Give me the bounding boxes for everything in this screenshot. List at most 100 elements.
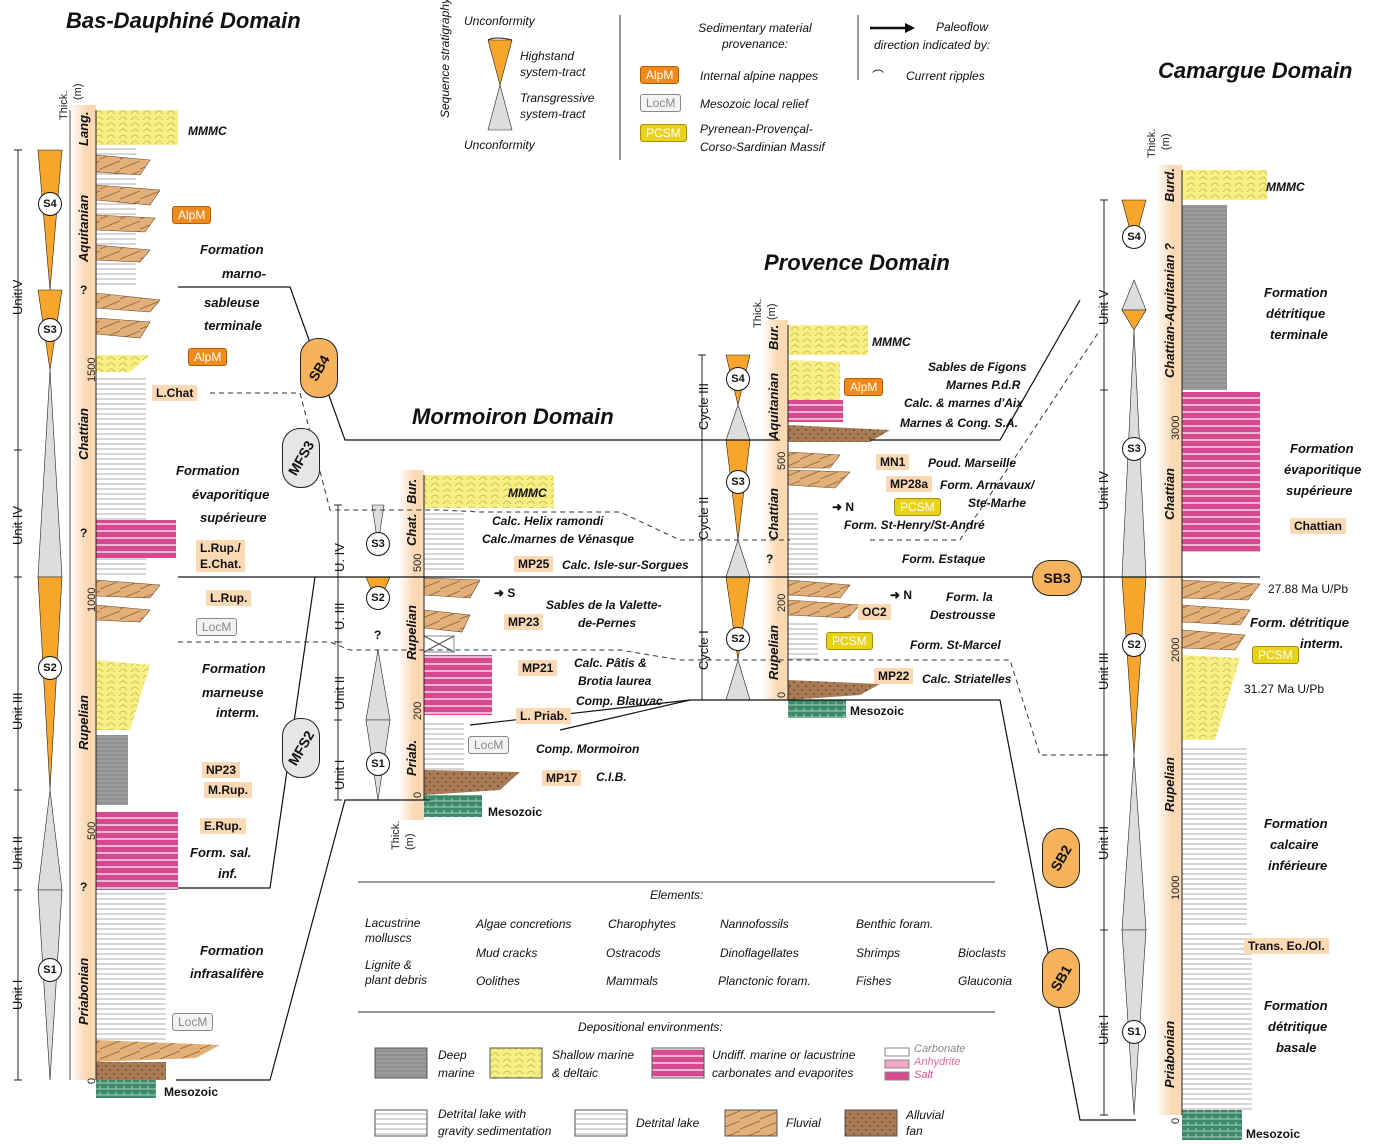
prov-age-bur: Bur. xyxy=(766,324,781,350)
cam-age-priabonian: Priabonian xyxy=(1162,1020,1177,1088)
element-algae: Algae concretions xyxy=(476,917,572,931)
current-ripples-icon: ⌒ xyxy=(872,69,885,83)
legend-lines xyxy=(358,15,995,1013)
element-dinoflagellates: Dinoflagellates xyxy=(720,946,799,960)
cam-form-3b: interm. xyxy=(1300,636,1344,651)
bas-age-lang: Lang. xyxy=(76,111,91,146)
surface-sb3: SB3 xyxy=(1032,560,1082,596)
prov-m-label: (m) xyxy=(766,303,778,321)
correlation-lines xyxy=(176,286,1260,1121)
prov-tag-mn1: MN1 xyxy=(876,454,910,470)
cam-form-1a: Formation xyxy=(1264,285,1328,300)
morm-tick-0: 0 xyxy=(412,791,424,798)
bas-form-3b: marneuse xyxy=(202,685,264,700)
prov-flow-label-2: N xyxy=(903,588,913,602)
morm-question: ? xyxy=(374,628,382,642)
env-anhydrite: Anhydrite xyxy=(914,1056,961,1068)
bas-dauphine-column xyxy=(14,105,220,1098)
legend-pcsm-desc-2: Corso-Sardinian Massif xyxy=(700,140,825,154)
morm-flow-label: S xyxy=(507,586,516,600)
morm-age-rupelian: Rupelian xyxy=(404,605,419,660)
bas-dauphine-title: Bas-Dauphiné Domain xyxy=(66,8,301,33)
prov-cycle-ii: Cycle II xyxy=(696,496,711,540)
prov-question: ? xyxy=(766,552,774,566)
morm-flow-s: ➜ S xyxy=(494,586,516,600)
morm-seq-s1: S1 xyxy=(366,752,390,776)
mormoiron-title: Mormoiron Domain xyxy=(412,404,614,429)
cam-tag-3127: 31.27 Ma U/Pb xyxy=(1244,682,1325,696)
bas-unit-v: Unit V xyxy=(10,279,25,315)
cam-unit-iv: Unit IV xyxy=(1096,470,1111,510)
morm-form-4: de-Pernes xyxy=(578,616,637,630)
cam-tick-3000: 3000 xyxy=(1170,415,1182,440)
cam-mesozoic: Mesozoic xyxy=(1246,1127,1301,1141)
legend-sequence-stratigraphy: Sequence stratigraphy: xyxy=(438,0,452,118)
morm-seq-s3: S3 xyxy=(366,532,390,556)
legend-unconformity-bottom: Unconformity xyxy=(464,138,535,152)
bas-form-1c: sableuse xyxy=(204,295,260,310)
legend-provenance-title: Sedimentary material provenance: xyxy=(698,21,812,51)
element-planctonic: Planctonic foram. xyxy=(718,974,811,988)
prov-pcsm-1: PCSM xyxy=(894,498,941,516)
bas-tick-1000: 1000 xyxy=(86,587,98,612)
prov-tick-200: 200 xyxy=(776,593,788,612)
env-fluvial: Fluvial xyxy=(786,1116,821,1130)
env-undiff-2: carbonates and evaporites xyxy=(712,1066,854,1080)
cam-form-5c: basale xyxy=(1276,1040,1317,1055)
prov-flow-n-1: ➜ N xyxy=(832,500,855,514)
element-benthic: Benthic foram. xyxy=(856,917,934,931)
morm-form-9: C.I.B. xyxy=(596,770,627,784)
legend-paleoflow-1: Paleoflow xyxy=(936,20,989,34)
prov-form-8: Form. Estaque xyxy=(902,552,986,566)
surface-mfs3-label: MFS3 xyxy=(284,437,318,479)
cam-age-rupelian: Rupelian xyxy=(1162,757,1177,812)
bas-question-1: ? xyxy=(80,283,88,297)
morm-form-2: Calc. Isle-sur-Sorgues xyxy=(562,558,689,572)
surface-mfs2-label: MFS2 xyxy=(284,727,318,769)
element-fishes: Fishes xyxy=(856,974,892,988)
surface-sb2-label: SB2 xyxy=(1047,842,1075,874)
bas-seq-s3: S3 xyxy=(38,318,62,342)
bas-tag-lchat: L.Chat xyxy=(152,385,198,401)
surface-sb4-label: SB4 xyxy=(305,352,333,384)
cam-thick-label: Thick. xyxy=(1146,128,1158,158)
morm-unit-iii: U. III xyxy=(332,602,347,630)
morm-mmmc: MMMC xyxy=(508,486,547,500)
bas-tick-0: 0 xyxy=(86,1077,98,1084)
bas-tag-np23: NP23 xyxy=(202,762,241,778)
bas-tag-erup: E.Rup. xyxy=(200,818,246,834)
cam-form-5b: détritique xyxy=(1268,1019,1328,1034)
env-shallow-2: & deltaic xyxy=(552,1066,599,1080)
element-charophytes: Charophytes xyxy=(608,917,677,931)
morm-form-0: Calc. Helix ramondi xyxy=(492,514,604,528)
bas-question-2: ? xyxy=(80,526,88,540)
element-lignite: Lignite & plant debris xyxy=(365,958,428,987)
bas-form-2a: Formation xyxy=(176,463,240,478)
element-nannofossils: Nannofossils xyxy=(720,917,789,931)
element-glauconia: Glauconia xyxy=(958,974,1013,988)
cam-form-2b: évaporitique xyxy=(1284,462,1362,477)
morm-locm: LocM xyxy=(468,736,510,754)
bas-form-5a: Formation xyxy=(200,943,264,958)
bas-locm-2: LocM xyxy=(172,1013,214,1031)
prov-cycle-iii: Cycle III xyxy=(696,383,711,430)
cam-unit-iii: Unit III xyxy=(1096,652,1111,690)
prov-alpm: AlpM xyxy=(844,378,884,396)
cam-pcsm: PCSM xyxy=(1252,646,1299,664)
surface-sb1: SB1 xyxy=(1042,948,1080,1008)
prov-form-1: Marnes P.d.R xyxy=(946,378,1021,392)
bas-age-rupelian: Rupelian xyxy=(76,695,91,750)
env-alluvial-2: fan xyxy=(906,1124,923,1138)
env-gravity-1: Detrital lake with xyxy=(438,1107,527,1121)
surface-sb3-label: SB3 xyxy=(1043,570,1071,586)
cam-form-1b: détritique xyxy=(1266,306,1326,321)
bas-unit-ii: Unit II xyxy=(10,836,25,870)
prov-form-2: Calc. & marnes d'Aix xyxy=(904,396,1023,410)
prov-age-rupelian: Rupelian xyxy=(766,625,781,680)
bas-mesozoic: Mesozoic xyxy=(164,1085,219,1099)
bas-seq-s2: S2 xyxy=(38,656,62,680)
cam-tick-0: 0 xyxy=(1170,1117,1182,1124)
bas-unit-iv: Unit IV xyxy=(10,505,25,545)
bas-seq-s4: S4 xyxy=(38,192,62,216)
